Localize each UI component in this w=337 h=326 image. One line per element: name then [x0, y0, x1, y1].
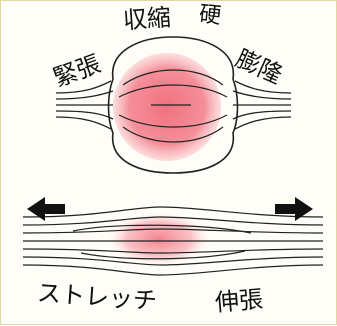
stretched-fibres — [23, 207, 323, 275]
arrow-right-icon — [275, 197, 313, 221]
right-tendon-lines — [233, 81, 291, 129]
label-hard: 硬 — [198, 4, 222, 28]
label-shrink: 収縮 — [122, 5, 172, 32]
contraction-highlight — [113, 53, 221, 161]
stretched-muscle — [23, 207, 323, 275]
label-extension: 伸張 — [214, 287, 264, 315]
